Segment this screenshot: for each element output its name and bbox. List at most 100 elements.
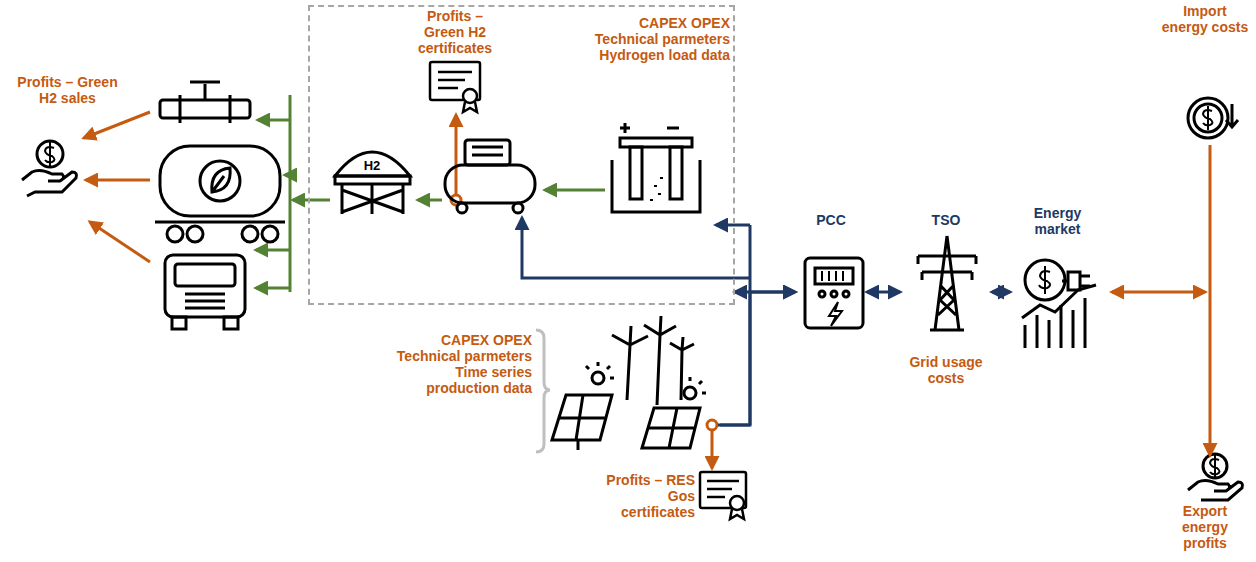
hydrogen-bus-part <box>418 199 442 202</box>
meter-icon-part <box>822 271 843 281</box>
tanker-icon-part <box>212 168 230 192</box>
power-lines-part <box>716 224 750 227</box>
electrolyzer-icon <box>612 123 700 212</box>
truck-icon-part <box>165 255 245 317</box>
hydrogen-tank-icon-part <box>335 176 410 184</box>
transmission-tower-icon-part <box>918 236 976 330</box>
hydrogen-tank-icon-part <box>342 184 403 214</box>
meter-icon <box>805 258 863 328</box>
res-plant-icon-part <box>612 326 648 400</box>
import-cost-icon-part <box>1203 106 1213 130</box>
compressor-icon-part <box>457 203 467 213</box>
compressor-icon-part <box>465 140 510 165</box>
pipeline-icon-part <box>190 81 220 84</box>
market-icon <box>1022 260 1096 348</box>
certificate-icon-part <box>463 102 477 112</box>
res-plant-icon-part <box>577 440 580 450</box>
import-cost-icon-part <box>1226 104 1238 127</box>
node-label: CAPEX OPEX Technical parmeters Time seri… <box>380 332 532 396</box>
node-label: Export energy profits <box>1160 503 1250 551</box>
hydrogen-bus-part <box>293 199 330 202</box>
pipeline-icon <box>160 82 250 123</box>
energy-market: Energy market <box>1010 205 1105 355</box>
money-hand-icon-part <box>37 141 63 167</box>
res-plant-icon <box>552 316 706 450</box>
electrolyzer-icon-part <box>670 147 682 199</box>
market-icon-part <box>1022 285 1096 318</box>
node-label: Profits – Green H2 sales <box>15 74 120 106</box>
money-hand-icon-part <box>1188 480 1243 500</box>
res-bracket <box>536 330 550 452</box>
tanker-icon-part <box>187 226 203 242</box>
pipeline-icon-part <box>204 84 207 100</box>
connector <box>711 452 714 468</box>
market-icon-part <box>1025 260 1065 300</box>
certificate: Profits – RES Gos certificates <box>595 468 750 543</box>
revenue: Profits – Green H2 sales <box>15 70 120 198</box>
hydrogen-tank: H2 <box>330 132 415 217</box>
tso-tower: TSOGrid usage costs <box>900 212 992 400</box>
node-label: Import energy costs <box>1160 3 1250 35</box>
node-label: TSO <box>900 212 992 228</box>
compressor-icon-part <box>472 146 503 149</box>
res-plant-icon-part <box>552 395 612 440</box>
truck-icon-part <box>175 264 235 286</box>
sales-arrows-part <box>84 112 150 138</box>
res-bracket-part <box>536 330 550 452</box>
tanker-icon-part <box>167 226 183 242</box>
hydrogen-bus-part <box>289 95 292 292</box>
certificate-icon-part <box>707 496 725 499</box>
certificate-icon-part <box>463 89 477 103</box>
import-cost-icon-part <box>1188 98 1228 138</box>
compressor-icon-part <box>445 165 535 203</box>
sales-arrows-part <box>86 179 150 182</box>
import-cost-icon <box>1188 98 1238 138</box>
sales-arrows-part <box>90 222 150 262</box>
tanker-icon-part <box>242 226 258 242</box>
certificate-icon-part <box>730 509 744 519</box>
node-label: CAPEX OPEX Technical parmeters Hydrogen … <box>575 15 730 63</box>
res-plant-icon-part <box>644 316 676 405</box>
tanker-icon-part <box>160 146 280 216</box>
certificate-icon-part <box>730 496 744 510</box>
power-lines-part <box>522 218 750 278</box>
certificate-icon-part <box>707 488 732 491</box>
res-plant-icon-part <box>642 408 700 448</box>
compressor-icon <box>445 140 535 213</box>
node-label: Energy market <box>1010 205 1105 237</box>
compressor-icon-part <box>513 203 523 213</box>
hydrogen-tank-icon-part <box>335 152 410 176</box>
certificate-icon <box>430 62 480 112</box>
electrolyzer-icon-part <box>630 147 642 199</box>
equipment-group: CAPEX OPEX Technical parmeters Hydrogen … <box>308 5 735 305</box>
certificate-icon-part <box>707 480 739 483</box>
node-label: Profits – RES Gos certificates <box>595 472 695 520</box>
transmission-tower-icon <box>918 236 976 330</box>
money-hand-icon-part <box>45 142 55 166</box>
compressor-icon-part <box>472 154 503 157</box>
meter-icon-part <box>815 268 853 284</box>
res-plant-icon-part <box>586 362 614 378</box>
hydrogen-bus-part <box>545 189 605 192</box>
meter-icon-part <box>843 291 849 297</box>
res-plant-icon-part <box>592 372 604 384</box>
meter-icon-part <box>819 291 825 297</box>
power-lines <box>522 218 750 425</box>
truck-icon-part <box>185 293 225 296</box>
hydrogen-bus-part <box>256 249 290 252</box>
certificate-icon-part <box>438 87 458 90</box>
node-label: H2 <box>352 158 392 174</box>
electrolyzer-icon-part <box>620 123 679 133</box>
pipeline-icon-part <box>179 95 182 123</box>
cost: Import energy costs <box>1160 3 1250 145</box>
hydrogen-bus-part <box>258 119 290 122</box>
meter-icon-part <box>829 302 842 326</box>
import-cost-icon-part <box>1194 104 1222 132</box>
market-icon-part <box>1039 266 1050 294</box>
truck-icon <box>165 255 245 329</box>
hydrogen-tank-icon <box>335 152 410 214</box>
meter-icon-part <box>805 258 863 328</box>
hydrogen-bus-part <box>256 287 290 290</box>
truck-icon-part <box>185 300 225 303</box>
connector <box>992 291 1010 294</box>
